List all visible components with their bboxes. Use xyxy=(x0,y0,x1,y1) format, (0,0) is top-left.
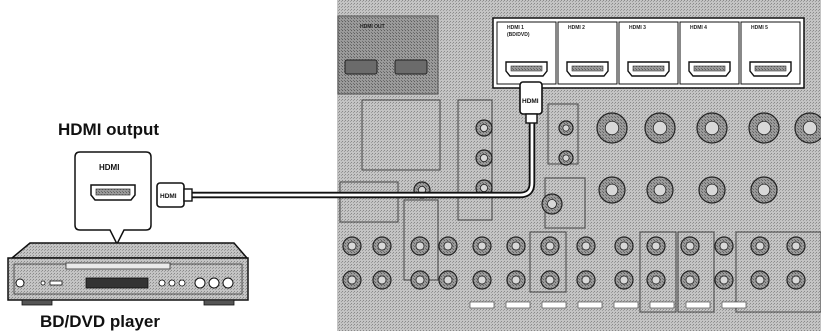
hdmi-input-3: HDMI 3 xyxy=(619,22,678,84)
cable-plug-top-label: HDMI xyxy=(522,98,539,105)
hdmi-input-label: HDMI 1 xyxy=(507,25,524,31)
hdmi-input-1: HDMI 1(BD/DVD) xyxy=(497,22,556,84)
hdmi-input-label: HDMI 4 xyxy=(690,25,707,31)
hdmi-port-icon xyxy=(628,62,669,76)
cable-plug-left: HDMI xyxy=(157,183,192,207)
hdmi-input-label: HDMI 2 xyxy=(568,25,585,31)
hdmi-input-4: HDMI 4 xyxy=(680,22,739,84)
hdmi-input-2: HDMI 2 xyxy=(558,22,617,84)
cable-plug-left-label: HDMI xyxy=(160,193,177,200)
hdmi-port-icon xyxy=(567,62,608,76)
hdmi-port-icon xyxy=(91,185,135,200)
hdmi-input-sublabel: (BD/DVD) xyxy=(507,32,530,38)
hdmi-input-block: HDMI 1(BD/DVD) HDMI 2 HDMI 3 HDMI 4 HDMI 5 xyxy=(493,18,804,88)
hdmi-port-icon xyxy=(750,62,791,76)
hdmi-out-label: HDMI OUT xyxy=(360,24,385,30)
hdmi-out-section: HDMI OUT xyxy=(338,16,438,94)
bd-dvd-player xyxy=(8,243,248,305)
hdmi-port-callout: HDMI xyxy=(75,152,151,244)
player-label: BD/DVD player xyxy=(40,312,160,331)
hdmi-output-title: HDMI output xyxy=(58,120,159,139)
hdmi-input-label: HDMI 5 xyxy=(751,25,768,31)
hdmi-port-icon xyxy=(506,62,547,76)
hdmi-port-icon xyxy=(689,62,730,76)
hdmi-input-label: HDMI 3 xyxy=(629,25,646,31)
callout-port-label: HDMI xyxy=(99,163,119,172)
hdmi-input-5: HDMI 5 xyxy=(741,22,800,84)
